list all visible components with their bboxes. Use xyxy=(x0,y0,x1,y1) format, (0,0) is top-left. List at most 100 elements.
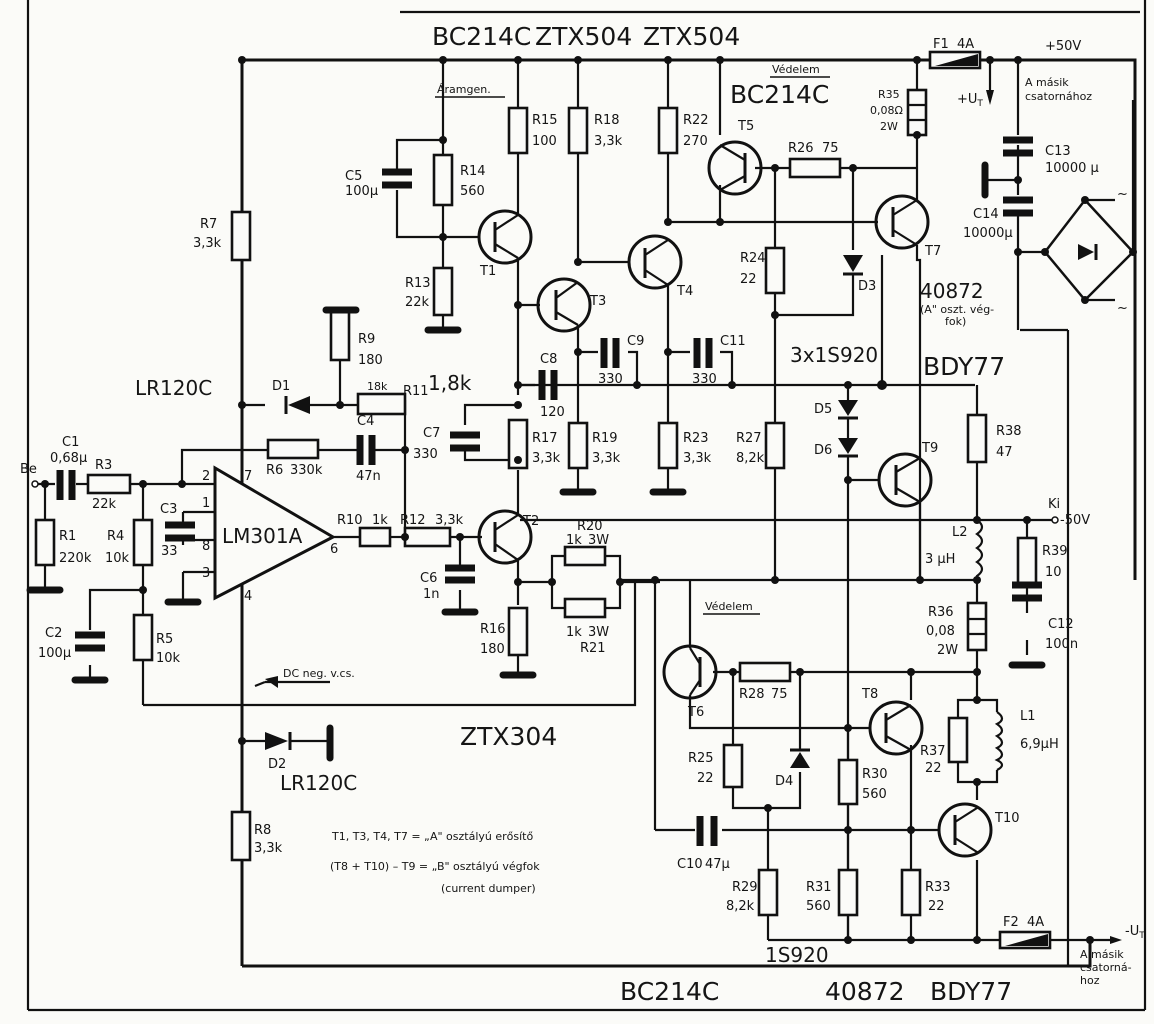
label-R33: R33 xyxy=(925,880,951,895)
value-C14: 10000µ xyxy=(963,226,1013,241)
value-R3: 22k xyxy=(92,497,117,512)
resistor-R7 xyxy=(230,210,252,262)
label-T2: T2 xyxy=(522,514,539,529)
part-bc214c-bottom: BC214C xyxy=(620,977,719,1006)
value-R20: 1k xyxy=(566,533,582,548)
label-R19: R19 xyxy=(592,431,618,446)
part-top-2: ZTX504 xyxy=(535,22,632,51)
value-L2: 3 µH xyxy=(925,552,955,567)
label-F2: F2 xyxy=(1003,915,1019,930)
rating-R35: 2W xyxy=(880,120,898,133)
value-C6: 1n xyxy=(423,587,440,602)
part-ztx304: ZTX304 xyxy=(460,722,557,751)
value-R21: 1k xyxy=(566,625,582,640)
value-R24: 22 xyxy=(740,272,757,287)
part-top-right: BC214C xyxy=(730,80,829,109)
opamp-pin-7: 7 xyxy=(244,469,252,484)
other-channel-top-2: csatornához xyxy=(1025,90,1092,103)
wiring xyxy=(35,60,1135,942)
note-line-3: (current dumper) xyxy=(441,882,536,895)
resistor-R16 xyxy=(507,606,529,657)
part-top-1: BC214C xyxy=(432,22,531,51)
label-R31: R31 xyxy=(806,880,832,895)
rating-R36: 2W xyxy=(937,643,958,658)
value-R26: 75 xyxy=(822,141,839,156)
rating-R21: 3W xyxy=(588,625,609,640)
resistor-R5 xyxy=(132,613,154,662)
ac-in-1: ~ xyxy=(1117,187,1128,202)
value-F1: 4A xyxy=(957,37,974,52)
label-T3: T3 xyxy=(589,294,606,309)
resistor-R30 xyxy=(837,758,859,806)
label-C9: C9 xyxy=(627,334,644,349)
value-R6: 330k xyxy=(290,463,323,478)
transistor-T5 xyxy=(707,140,763,196)
diodes-note: 3x1S920 xyxy=(790,343,878,367)
resistor-R37 xyxy=(947,716,969,764)
transistor-T7 xyxy=(874,194,930,250)
resistor-R11 xyxy=(356,392,407,416)
label-R21: R21 xyxy=(580,641,606,656)
label-L2: L2 xyxy=(952,525,968,540)
resistor-R1 xyxy=(34,518,56,567)
transistor-T4 xyxy=(627,234,683,290)
label-protection-top: Védelem xyxy=(772,63,820,76)
opamp-pin-4: 4 xyxy=(244,589,252,604)
label-D5: D5 xyxy=(814,402,832,417)
label-R3: R3 xyxy=(95,458,112,473)
transistor-T6 xyxy=(662,644,718,700)
label-R4: R4 xyxy=(107,529,124,544)
value-C5: 100µ xyxy=(345,184,378,199)
value-C2: 100µ xyxy=(38,646,71,661)
output-label: Ki xyxy=(1048,497,1060,512)
part-40872-bottom: 40872 xyxy=(825,977,905,1006)
value-C13: 10000 µ xyxy=(1045,161,1099,176)
resistor-R10 xyxy=(358,526,392,548)
label-R30: R30 xyxy=(862,767,888,782)
value-R36: 0,08 xyxy=(926,624,955,639)
label-C7: C7 xyxy=(423,426,440,441)
label-T1: T1 xyxy=(479,264,496,279)
label-R22: R22 xyxy=(683,113,709,128)
resistor-R27 xyxy=(764,421,786,470)
label-C2: C2 xyxy=(45,626,62,641)
label-C10: C10 xyxy=(677,857,703,872)
label-current-gen: Áramgen. xyxy=(437,83,491,96)
label-C1: C1 xyxy=(62,435,79,450)
label-T6: T6 xyxy=(687,705,704,720)
label-F1: F1 xyxy=(933,37,949,52)
resistor-R20 xyxy=(563,545,607,567)
part-40872-top: 40872 xyxy=(920,279,984,303)
power-stage-note-2: fok) xyxy=(945,315,966,328)
resistor-R25 xyxy=(722,743,744,789)
resistor-R13 xyxy=(432,266,454,317)
label-C3: C3 xyxy=(160,502,177,517)
note-line-1: T1, T3, T4, T7 = „A" osztályú erősítő xyxy=(331,830,533,843)
transistor-T9 xyxy=(877,452,933,508)
transistor-T1 xyxy=(477,209,533,265)
label-R8: R8 xyxy=(254,823,271,838)
diode-D5 xyxy=(838,400,858,420)
label-R38: R38 xyxy=(996,424,1022,439)
label-R1: R1 xyxy=(59,529,76,544)
label-R5: R5 xyxy=(156,632,173,647)
label-R27: R27 xyxy=(736,431,762,446)
value-R9: 180 xyxy=(358,353,383,368)
plus-ut-arrow-icon xyxy=(986,90,994,105)
part-top-3: ZTX504 xyxy=(643,22,740,51)
minus-rail-label: -50V xyxy=(1060,513,1090,528)
label-T8: T8 xyxy=(861,687,878,702)
label-R17: R17 xyxy=(532,431,558,446)
value-C8: 120 xyxy=(540,405,565,420)
label-C4: C4 xyxy=(357,414,374,429)
opamp-pin-2: 2 xyxy=(202,469,210,484)
opamp-pin-1: 1 xyxy=(202,496,210,511)
other-channel-bottom-2: csatorná- xyxy=(1080,961,1132,974)
label-R28: R28 xyxy=(739,687,765,702)
label-C14: C14 xyxy=(973,207,999,222)
opamp-name: LM301A xyxy=(222,524,303,548)
label-C11: C11 xyxy=(720,334,746,349)
plus-ut-label: +UT xyxy=(957,92,983,109)
resistor-R14 xyxy=(432,153,454,207)
resistor-R4 xyxy=(132,518,154,567)
